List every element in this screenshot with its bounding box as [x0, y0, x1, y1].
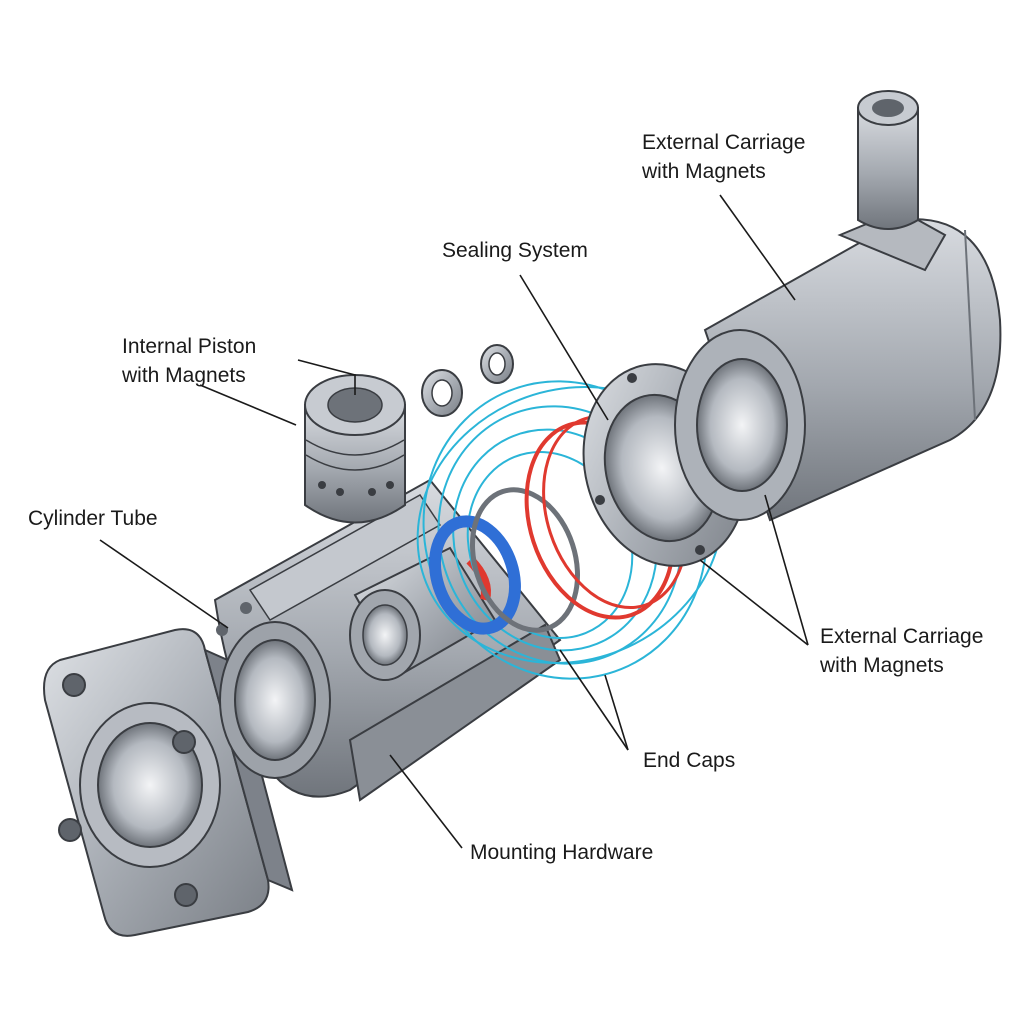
label-external-carriage-right: External Carriage with Magnets — [820, 622, 983, 680]
leader-mounting-hardware — [389, 754, 463, 849]
leader-external-carriage-right-2 — [699, 559, 809, 646]
external-carriage — [674, 208, 1002, 522]
leader-external-carriage-top — [719, 194, 796, 301]
small-rings — [421, 344, 514, 417]
leader-end-caps-2 — [604, 674, 629, 751]
leader-end-caps — [559, 649, 629, 751]
leader-cylinder-tube — [99, 539, 229, 629]
internal-piston — [304, 374, 406, 524]
label-line: External Carriage — [642, 131, 806, 154]
label-line: Sealing System — [442, 239, 588, 262]
label-line: with Magnets — [122, 364, 246, 387]
leader-internal-piston — [297, 359, 356, 395]
leader-sealing-system — [519, 274, 609, 421]
top-port — [857, 90, 919, 230]
label-sealing-system: Sealing System — [442, 236, 588, 265]
label-mounting-hardware: Mounting Hardware — [470, 838, 653, 867]
label-line: External Carriage — [820, 625, 984, 648]
label-line: Mounting Hardware — [470, 841, 654, 864]
label-external-carriage-top: External Carriage with Magnets — [642, 128, 805, 186]
label-line: Cylinder Tube — [28, 507, 158, 530]
label-line: with Magnets — [820, 654, 944, 677]
label-line: with Magnets — [642, 160, 766, 183]
label-cylinder-tube: Cylinder Tube — [28, 504, 158, 533]
leader-internal-piston-2 — [199, 384, 297, 426]
leader-external-carriage-right — [764, 494, 809, 646]
label-line: Internal Piston — [122, 335, 257, 358]
label-internal-piston: Internal Piston with Magnets — [122, 332, 256, 390]
leader-lines — [99, 194, 809, 849]
label-line: End Caps — [643, 749, 736, 772]
label-end-caps: End Caps — [643, 746, 735, 775]
